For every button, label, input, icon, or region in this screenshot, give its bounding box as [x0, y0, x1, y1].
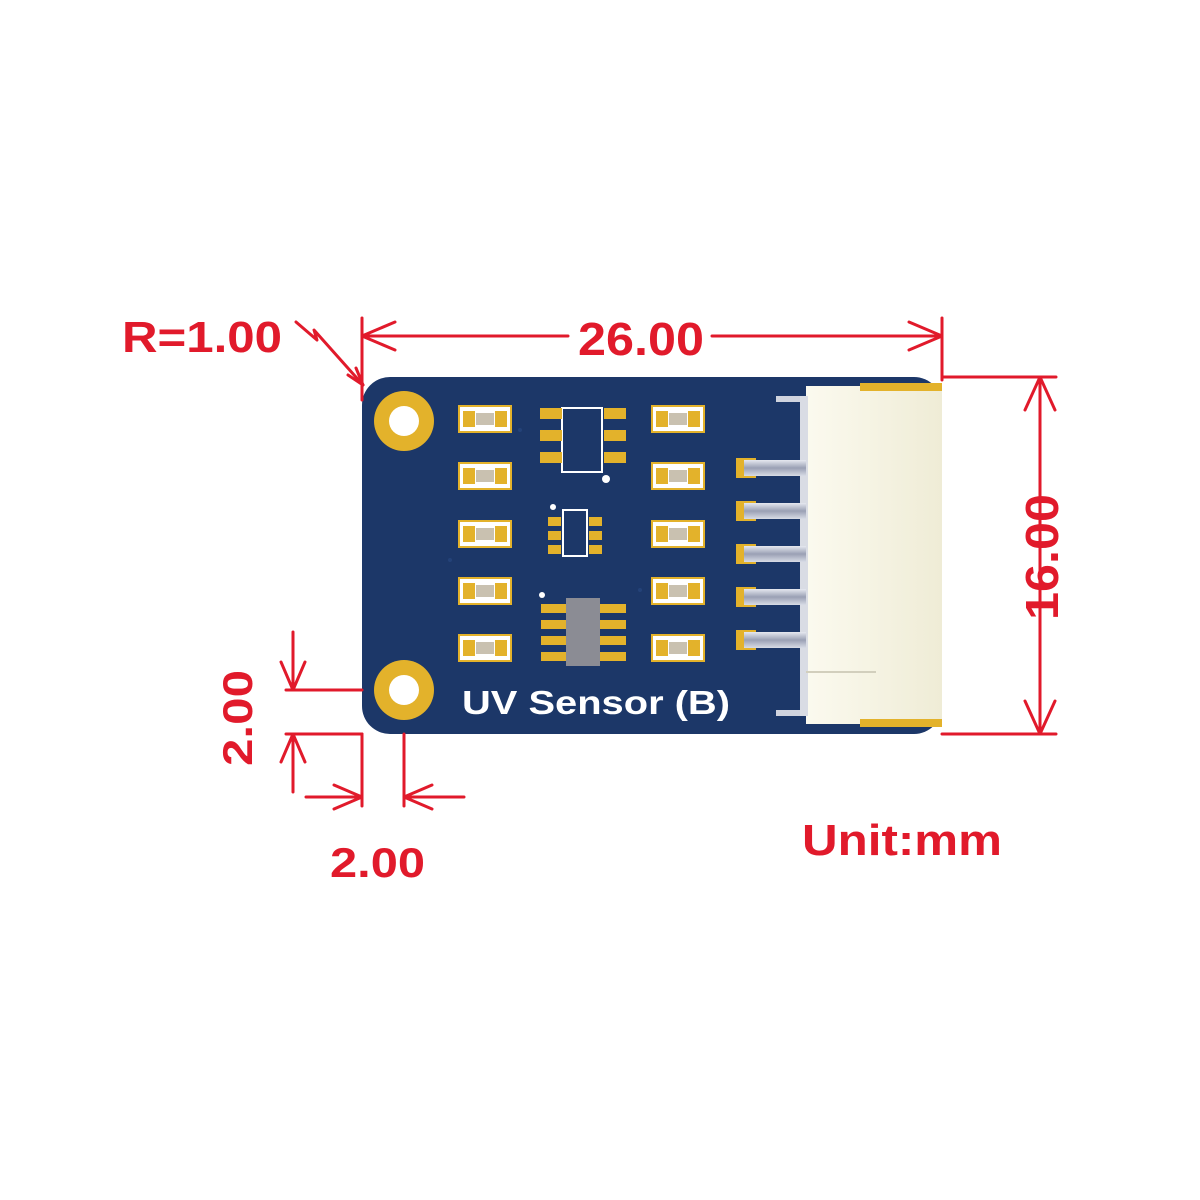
hole-offset-horizontal-dimension: [304, 732, 466, 811]
radius-label: R=1.00: [122, 313, 282, 362]
mounting-hole-bottom-left: [374, 660, 434, 720]
hole-offset-horizontal-label: 2.00: [330, 839, 425, 886]
radius-leader-arrow: [294, 320, 365, 387]
board-label: UV Sensor (B): [462, 684, 730, 721]
hole-offset-vertical-dimension: [279, 630, 364, 794]
height-dimension-line: [940, 375, 1058, 736]
width-label: 26.00: [578, 313, 704, 365]
soic-chip: [539, 592, 626, 666]
pin-header-connector: [736, 383, 942, 727]
height-label: 16.00: [1016, 494, 1068, 620]
width-dimension-line: [360, 316, 944, 402]
hole-offset-vertical-label: 2.00: [214, 670, 261, 766]
mounting-hole-top-left: [374, 391, 434, 451]
small-ic: [548, 504, 602, 557]
unit-label: Unit:mm: [802, 816, 1002, 865]
uv-sensor-chip: [540, 407, 626, 483]
